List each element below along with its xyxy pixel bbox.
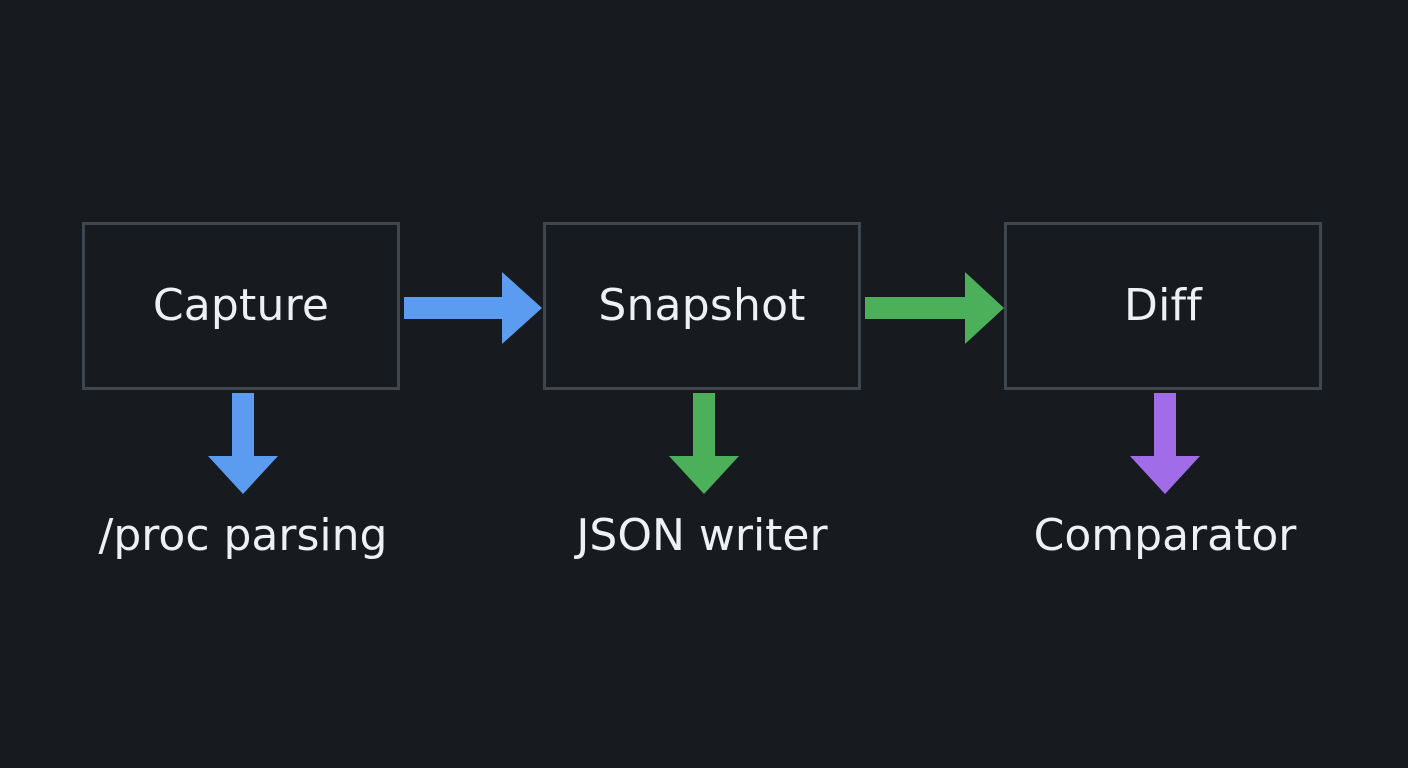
arrow-head — [208, 456, 278, 494]
stage-capture: Capture — [82, 222, 400, 390]
arrow-head — [965, 272, 1004, 344]
stage-snapshot: Snapshot — [543, 222, 861, 390]
arrow-shaft — [693, 393, 715, 458]
arrow-shaft — [232, 393, 254, 458]
arrow-snapshot-to-json-writer — [669, 393, 739, 494]
arrow-capture-to-proc-parsing — [208, 393, 278, 494]
arrow-diff-to-comparator — [1130, 393, 1200, 494]
arrow-capture-to-snapshot — [404, 272, 542, 344]
component-comparator: Comparator — [1033, 510, 1297, 561]
arrow-shaft — [404, 297, 504, 319]
arrow-head — [502, 272, 542, 344]
component-json-writer: JSON writer — [576, 510, 828, 561]
component-proc-parsing: /proc parsing — [98, 510, 388, 561]
stage-label: Diff — [1124, 280, 1202, 331]
stage-diff: Diff — [1004, 222, 1322, 390]
stage-label: Capture — [152, 280, 330, 331]
arrow-shaft — [1154, 393, 1176, 458]
arrow-head — [1130, 456, 1200, 494]
arrow-head — [669, 456, 739, 494]
arrow-snapshot-to-diff — [865, 272, 1004, 344]
stage-label: Snapshot — [598, 280, 806, 331]
arrow-shaft — [865, 297, 967, 319]
